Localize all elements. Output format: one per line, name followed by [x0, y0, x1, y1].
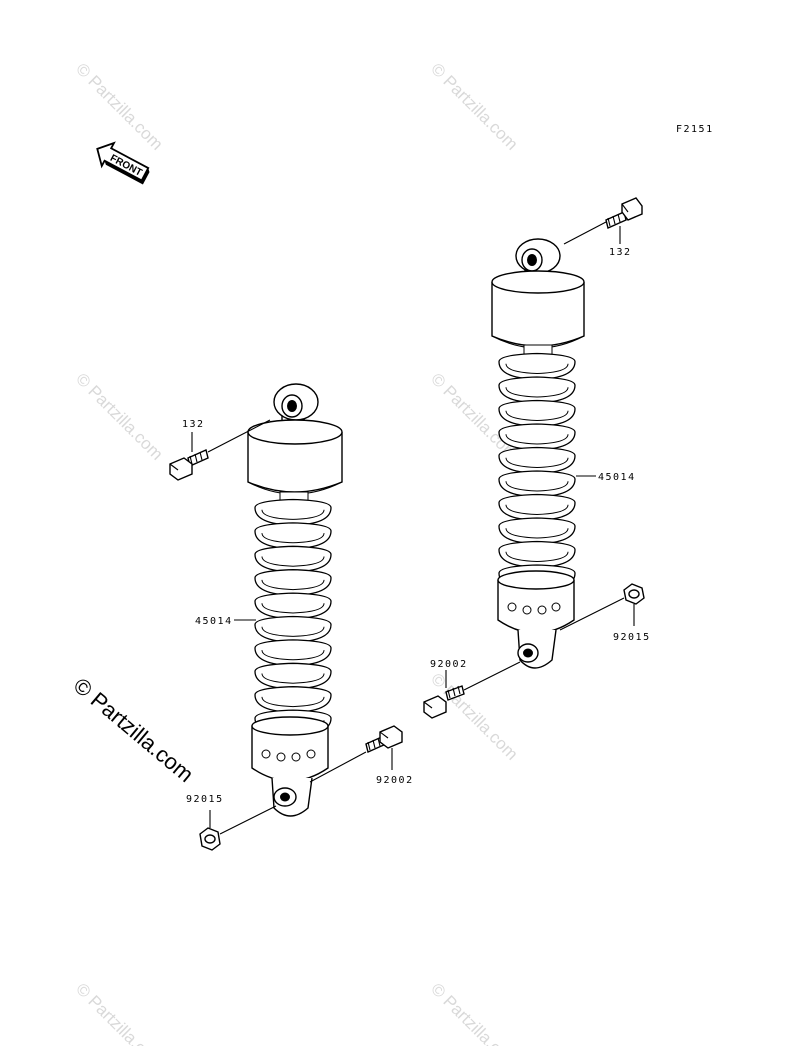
shock-absorber-left — [247, 383, 343, 817]
watermark: © Partzilla.com — [427, 669, 521, 763]
watermark: © Partzilla.com — [427, 979, 521, 1046]
bolt-132-left — [169, 449, 209, 481]
spring-coil-inner — [505, 363, 569, 375]
bolt-132-right — [605, 197, 643, 229]
spring-coil-inner — [261, 696, 325, 708]
spring-coil — [498, 540, 576, 569]
spring-coil-inner — [505, 528, 569, 539]
watermark: © Partzilla.com — [72, 369, 166, 463]
spring-coil — [254, 615, 332, 643]
nut-92015-left — [199, 827, 221, 851]
figure-code: F2151 — [676, 124, 714, 135]
bolt-92002-left — [365, 725, 403, 753]
spring-coil-inner — [261, 509, 325, 520]
spring-coil — [498, 376, 576, 404]
callout-45014-left: 45014 — [195, 616, 233, 627]
spring-coil — [498, 399, 576, 428]
watermark: © Partzilla.com — [72, 59, 166, 153]
spring-coil — [254, 569, 332, 597]
spring-coil — [498, 517, 576, 545]
spring-coil-inner — [505, 457, 569, 469]
spring-coil — [254, 662, 332, 690]
watermark-main: © Partzilla.com — [69, 673, 199, 787]
spring-coil — [498, 352, 576, 381]
spring-coil-inner — [261, 532, 325, 544]
bolt-92002-right — [423, 685, 465, 719]
callout-92002-left: 92002 — [376, 775, 414, 786]
callout-132-right: 132 — [609, 247, 632, 258]
spring-coil-inner — [505, 387, 569, 398]
spring-coil — [254, 686, 332, 714]
spring-coil — [498, 493, 576, 522]
spring-coil-inner — [261, 673, 325, 684]
nut-92015-right — [623, 583, 645, 605]
callout-45014-right: 45014 — [598, 472, 636, 483]
callout-132-left: 132 — [182, 419, 205, 430]
spring-coil-inner — [505, 551, 569, 563]
spring-coil — [254, 545, 332, 573]
spring-coil-inner — [505, 434, 569, 445]
spring-coil-inner — [261, 579, 325, 591]
spring-coil-inner — [505, 410, 569, 422]
watermark: © Partzilla.com — [72, 979, 166, 1046]
watermark: © Partzilla.com — [427, 59, 521, 153]
spring-coil-inner — [505, 504, 569, 516]
spring-coil — [254, 498, 332, 526]
spring-coil — [254, 522, 332, 550]
spring-coil — [498, 446, 576, 475]
spring-coil — [254, 592, 332, 620]
spring-coil-inner — [261, 626, 325, 637]
callout-92002-right: 92002 — [430, 659, 468, 670]
spring-coil — [254, 639, 332, 667]
callout-92015-right: 92015 — [613, 632, 651, 643]
spring-coil-inner — [505, 481, 569, 492]
spring-coil-inner — [261, 649, 325, 661]
callout-92015-left: 92015 — [186, 794, 224, 805]
shock-absorber-right — [491, 238, 585, 669]
spring-coil — [498, 423, 576, 451]
spring-coil-inner — [261, 603, 325, 614]
spring-coil-inner — [261, 556, 325, 567]
spring-coil — [498, 470, 576, 498]
